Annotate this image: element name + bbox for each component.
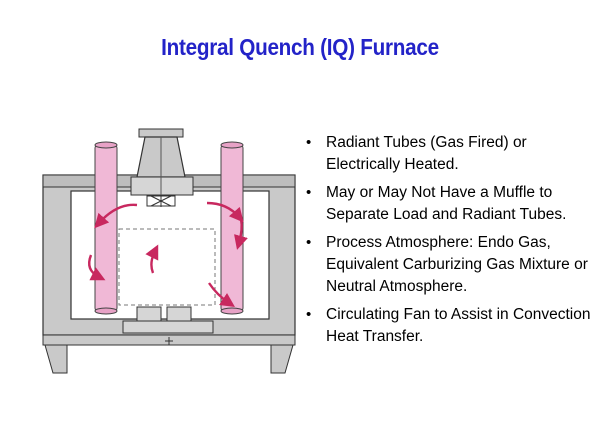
radiant-tube-left	[94, 141, 118, 315]
slide-title: Integral Quench (IQ) Furnace	[161, 34, 439, 60]
circulating-fan-icon	[146, 195, 176, 207]
bullet-dot: •	[306, 134, 312, 151]
bullet-item: •Radiant Tubes (Gas Fired) or Electrical…	[306, 134, 527, 173]
flow-arrow	[88, 254, 106, 281]
bullet-item: •Process Atmosphere: Endo Gas, Equivalen…	[306, 234, 588, 295]
flow-arrow	[206, 201, 244, 223]
bullet-dot: •	[306, 234, 312, 251]
bullet-list: •Radiant Tubes (Gas Fired) or Electrical…	[303, 132, 595, 354]
bullet-dot: •	[306, 306, 312, 323]
furnace-diagram	[42, 128, 296, 374]
bullet-item: •Circulating Fan to Assist in Convection…	[306, 306, 591, 345]
work-load	[118, 228, 216, 306]
bullet-dot: •	[306, 184, 312, 201]
convection-flow-arrows	[88, 201, 248, 307]
flow-arrow	[94, 203, 138, 229]
bullet-item: •May or May Not Have a Muffle to Separat…	[306, 184, 567, 223]
furnace-leg	[44, 344, 68, 374]
furnace-leg	[270, 344, 294, 374]
flow-arrow	[145, 244, 159, 274]
radiant-tube-right	[220, 141, 244, 315]
flow-arrow	[234, 218, 248, 250]
flow-arrow	[208, 282, 235, 307]
